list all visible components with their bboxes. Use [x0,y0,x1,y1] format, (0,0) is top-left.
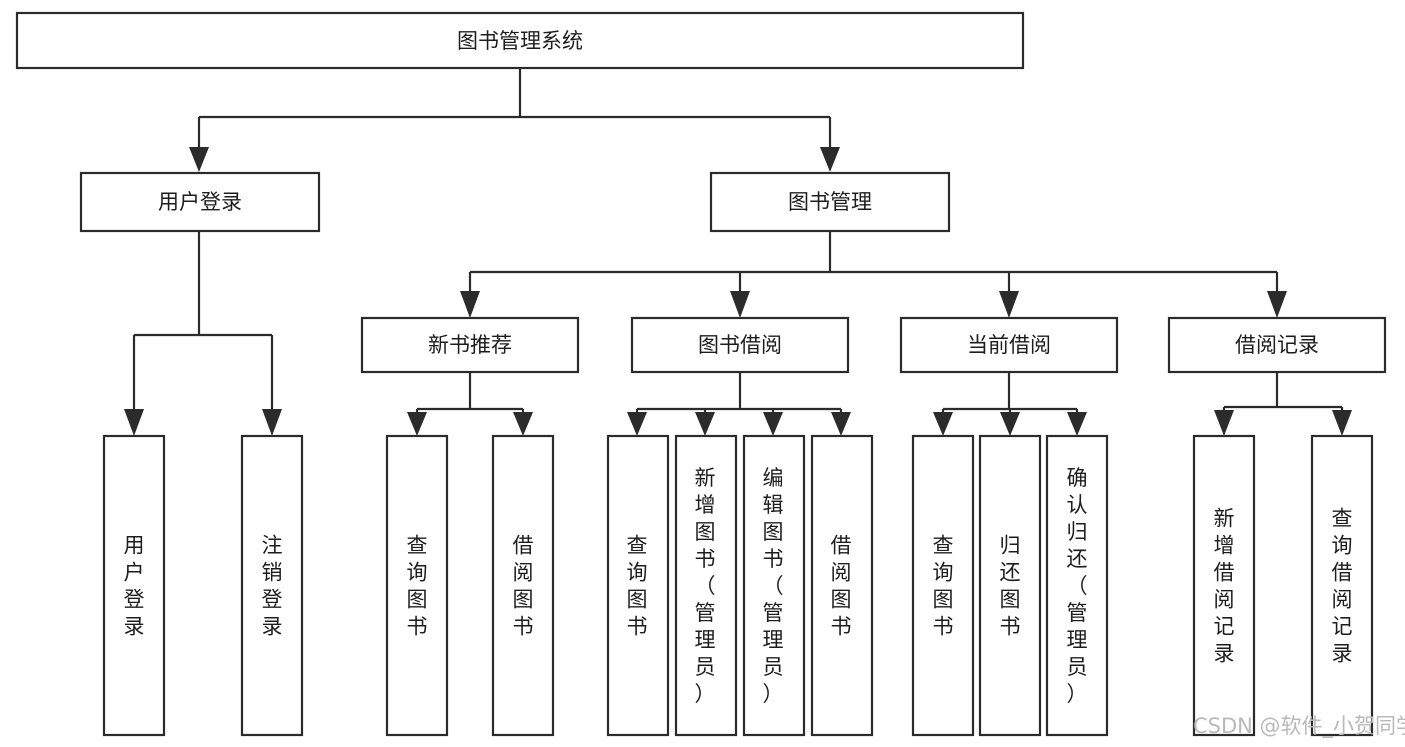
arrow-head-user-login [189,147,209,172]
node-book-borrow-box[interactable] [630,316,850,374]
node-leaf-box[interactable] [606,434,670,737]
node-leaf-label-vertical: 查询图书 [627,534,648,639]
node-leaf-box[interactable] [1045,434,1109,737]
arrow-head-current-borrow [999,291,1019,318]
node-leaf-new-book-query[interactable]: 查询图书 [385,434,449,737]
node-current-borrow-box[interactable] [899,316,1119,374]
node-leaf-label-vertical: 用户登录 [124,534,145,639]
node-leaf-label-vertical: 查询图书 [407,534,428,639]
node-new-book-recommend-label: 新书推荐 [428,333,512,357]
node-new-book-recommend-box[interactable] [360,316,580,374]
node-book-management-box[interactable] [709,171,951,233]
node-new-book-recommend[interactable]: 新书推荐 [360,316,580,374]
node-leaf-borrow-record-add[interactable]: 新增借阅记录 [1192,434,1256,737]
node-leaf-label-vertical: 借阅图书 [513,534,534,639]
connector-layer [124,68,1352,436]
node-user-login-box[interactable] [79,171,321,233]
node-leaf-box[interactable] [911,434,975,737]
arrow-head-book-borrow-leaf-4 [831,412,851,436]
node-leaf-label-vertical: 新增图书（管理员） [695,466,716,706]
node-leaf-box[interactable] [674,434,738,737]
node-borrow-record[interactable]: 借阅记录 [1167,316,1387,374]
node-leaf-label-vertical: 编辑图书（管理员） [763,466,784,706]
arrow-head-new-book-recommend [460,291,480,318]
arrow-head-current-borrow-leaf-1 [933,412,953,436]
node-leaf-box[interactable] [1192,434,1256,737]
csdn-watermark: CSDN @软件_小贺同学 [1193,714,1405,739]
arrow-head-book-borrow-leaf-3 [763,412,783,436]
node-leaf-label-vertical: 注销登录 [262,534,283,639]
node-leaf-box[interactable] [1310,434,1374,737]
node-leaf-borrow-record-query[interactable]: 查询借阅记录 [1310,434,1374,737]
arrow-head-user-login-leaf-1 [124,409,144,436]
arrow-head-book-manage [820,147,840,172]
node-leaf-box[interactable] [240,434,304,737]
node-borrow-record-label: 借阅记录 [1235,333,1319,357]
arrow-head-book-borrow-leaf-1 [627,412,647,436]
node-leaf-current-borrow-confirm[interactable]: 确认归还（管理员） [1045,434,1109,737]
node-root-box[interactable] [15,11,1025,70]
node-leaf-label-vertical: 借阅图书 [831,534,852,639]
node-leaf-label-vertical: 查询图书 [933,534,954,639]
arrow-head-borrow-record-leaf-1 [1214,410,1234,436]
node-book-management-label: 图书管理 [788,190,872,214]
node-leaf-box[interactable] [810,434,874,737]
node-leaf-label-vertical: 新增借阅记录 [1214,507,1235,666]
node-leaf-user-login-logout[interactable]: 注销登录 [240,434,304,737]
node-leaf-book-borrow-add[interactable]: 新增图书（管理员） [674,434,738,737]
node-book-management[interactable]: 图书管理 [709,171,951,233]
arrow-head-new-book-leaf-1 [407,412,427,436]
node-leaf-label-vertical: 归还图书 [1000,534,1021,639]
node-leaf-box[interactable] [978,434,1042,737]
node-book-borrow[interactable]: 图书借阅 [630,316,850,374]
node-current-borrow-label: 当前借阅 [967,333,1051,357]
node-leaf-book-borrow-edit[interactable]: 编辑图书（管理员） [742,434,806,737]
node-current-borrow[interactable]: 当前借阅 [899,316,1119,374]
node-leaf-book-borrow-query[interactable]: 查询图书 [606,434,670,737]
node-leaf-user-login-login[interactable]: 用户登录 [102,434,166,737]
arrow-head-borrow-record-leaf-2 [1332,410,1352,436]
arrow-head-borrow-record [1267,291,1287,318]
node-book-borrow-label: 图书借阅 [698,333,782,357]
node-leaf-box[interactable] [102,434,166,737]
node-root-label: 图书管理系统 [457,29,583,53]
arrow-head-user-login-leaf-2 [262,409,282,436]
arrow-head-new-book-leaf-2 [513,412,533,436]
node-leaf-book-borrow-borrow[interactable]: 借阅图书 [810,434,874,737]
node-leaf-box[interactable] [742,434,806,737]
node-leaf-box[interactable] [491,434,555,737]
arrow-head-book-borrow [730,291,750,318]
node-leaf-label-vertical: 确认归还（管理员） [1067,466,1088,706]
node-borrow-record-box[interactable] [1167,316,1387,374]
arrow-head-current-borrow-leaf-2 [1000,412,1020,436]
node-leaf-box[interactable] [385,434,449,737]
node-root-book-management-system[interactable]: 图书管理系统 [15,11,1025,70]
node-user-login[interactable]: 用户登录 [79,171,321,233]
arrow-head-current-borrow-leaf-3 [1067,412,1087,436]
node-leaf-label-vertical: 查询借阅记录 [1332,507,1353,666]
arrow-head-book-borrow-leaf-2 [695,412,715,436]
node-leaf-current-borrow-return[interactable]: 归还图书 [978,434,1042,737]
node-leaf-new-book-borrow[interactable]: 借阅图书 [491,434,555,737]
node-user-login-label: 用户登录 [158,190,242,214]
node-leaf-current-borrow-query[interactable]: 查询图书 [911,434,975,737]
